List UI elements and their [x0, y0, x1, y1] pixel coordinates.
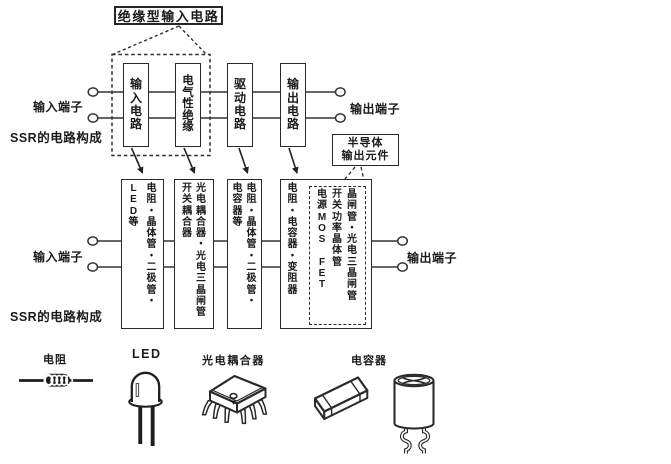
- vertical-text-column: 电 阻 ・ 晶 体 管 ・ 二 极 管 ・: [146, 183, 157, 307]
- photocoupler-icon: [201, 374, 268, 425]
- chip-capacitor-icon: [313, 376, 369, 420]
- block-input-circuit: 输 入 电 路: [123, 63, 149, 147]
- vertical-text-column: 电 阻 ・ 电 容 器 ・ 变 阻 器: [287, 183, 298, 296]
- block-output-components: 电 阻 ・ 电 容 器 ・ 变 阻 器 晶 闸 管 ・ 光 电 三 晶 闸 管开…: [280, 179, 372, 329]
- insulated-input-pointer-lines: [112, 25, 208, 56]
- block-insulation-components: 光 电 耦 合 器 ・ 光 电 三 晶 闸 管开 关 耦 合 器: [174, 179, 214, 329]
- block-electrical-insulation: 电 气 性 绝 缘: [175, 63, 201, 147]
- vertical-text-column: L E D 等: [128, 183, 139, 228]
- vertical-text-column: 晶 闸 管 ・ 光 电 三 晶 闸 管: [347, 189, 357, 302]
- photocoupler-label: 光电耦合器: [202, 355, 265, 367]
- row2-output-terminal-label: 输出端子: [407, 251, 458, 265]
- vertical-text-column: 输 出 电 路: [286, 77, 299, 132]
- semiconductor-output-callout-text: 半导体 输出元件: [341, 137, 390, 162]
- vertical-text-column: 电 容 器 等: [232, 183, 243, 228]
- row1-terminals: [87, 87, 346, 123]
- resistor-label: 电阻: [43, 354, 67, 366]
- led-label: LED: [132, 347, 162, 361]
- vertical-text-column: 光 电 耦 合 器 ・ 光 电 三 晶 闸 管: [196, 183, 206, 319]
- row1-caption: SSR的电路构成: [10, 131, 103, 145]
- row1-input-terminal-label: 输入端子: [33, 100, 84, 114]
- led-icon: [128, 371, 163, 446]
- capacitor-label: 电容器: [351, 355, 387, 367]
- block-output-components-text: 电 阻 ・ 电 容 器 ・ 变 阻 器: [287, 183, 298, 296]
- vertical-text-column: 电 源 M O S F E T: [317, 189, 327, 291]
- semiconductor-output-callout: 半导体 输出元件: [332, 134, 399, 166]
- semiconductor-elements-box: 晶 闸 管 ・ 光 电 三 晶 闸 管开 关 功 率 晶 体 管电 源 M O …: [308, 186, 366, 325]
- vertical-text-column: 开 关 功 率 晶 体 管: [332, 189, 342, 268]
- electrolytic-capacitor-icon: [393, 373, 435, 454]
- vertical-text-column: 输 入 电 路: [129, 77, 142, 132]
- block-drive-components: 电 阻 ・ 晶 体 管 ・ 二 极 管 ・电 容 器 等: [227, 179, 262, 329]
- block-drive-circuit: 驱 动 电 路: [227, 63, 253, 147]
- insulated-input-dashed-frame: [111, 53, 211, 157]
- insulated-input-callout: 绝缘型输入电路: [114, 6, 223, 25]
- resistor-icon: [19, 373, 93, 387]
- block-mapping-arrows: [130, 147, 299, 174]
- vertical-text-column: 驱 动 电 路: [233, 77, 246, 132]
- block-input-components: 电 阻 ・ 晶 体 管 ・ 二 极 管 ・ L E D 等: [121, 179, 164, 329]
- vertical-text-column: 电 气 性 绝 缘: [182, 75, 194, 134]
- vertical-text-column: 电 阻 ・ 晶 体 管 ・ 二 极 管 ・: [246, 183, 257, 307]
- insulated-input-callout-text: 绝缘型输入电路: [117, 9, 220, 24]
- row1-output-terminal-label: 输出端子: [350, 102, 401, 116]
- row2-terminals: [87, 236, 409, 272]
- vertical-text-column: 开 关 耦 合 器: [182, 183, 192, 240]
- block-output-circuit: 输 出 电 路: [280, 63, 306, 147]
- row2-input-terminal-label: 输入端子: [33, 250, 84, 264]
- row2-caption: SSR的电路构成: [10, 310, 103, 324]
